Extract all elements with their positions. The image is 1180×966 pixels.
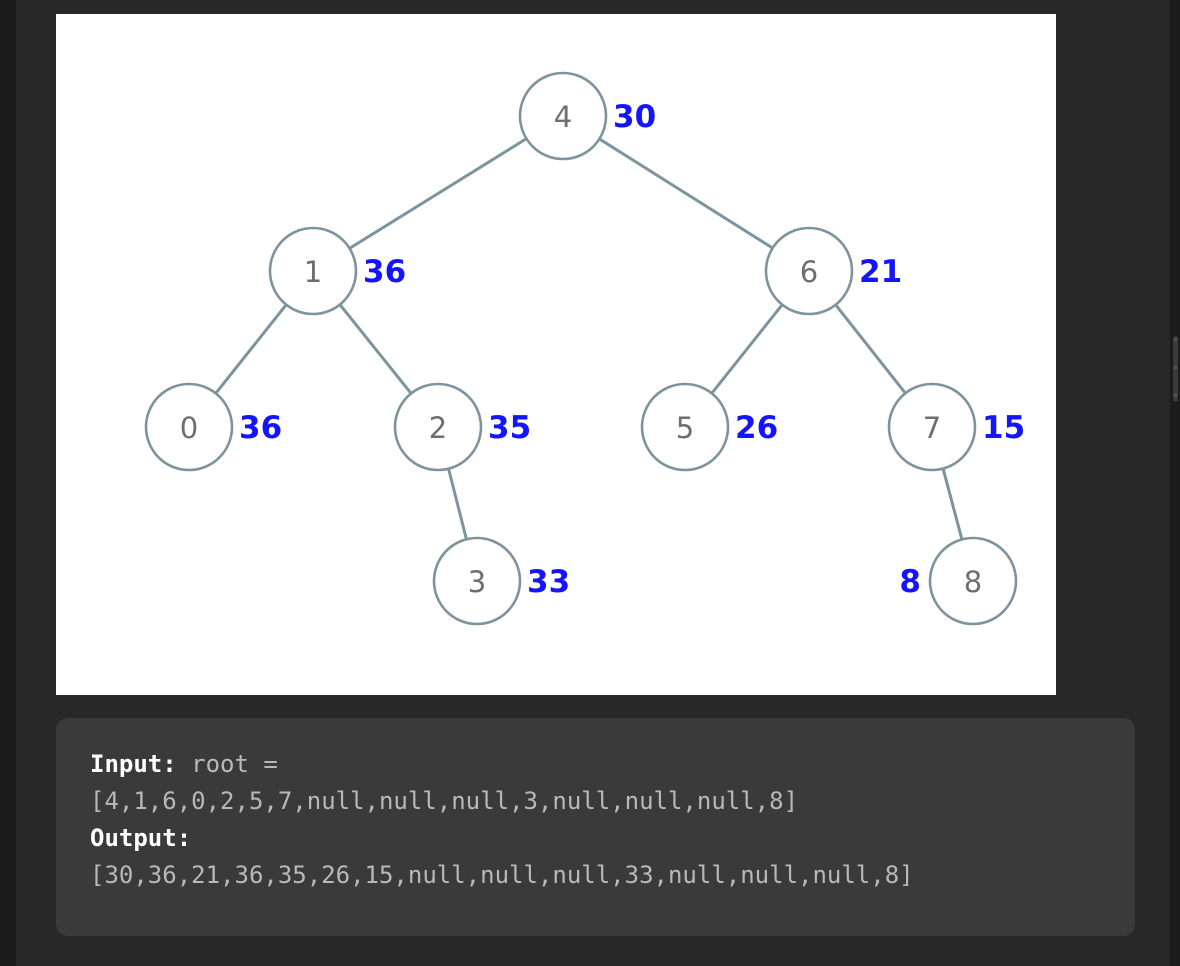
tree-node-circle xyxy=(887,382,977,472)
tree-node: 5 26 xyxy=(640,382,778,472)
tree-node-value: 36 xyxy=(363,254,406,290)
tree-edge xyxy=(710,303,784,395)
tree-node-key: 1 xyxy=(304,255,322,289)
tree-node-key: 5 xyxy=(676,411,694,445)
tree-node-value: 26 xyxy=(735,410,778,446)
tree-node-value: 35 xyxy=(488,410,531,446)
tree-node: 7 15 xyxy=(887,382,1025,472)
tree-node-value: 33 xyxy=(527,564,570,600)
tree-node-circle xyxy=(928,536,1018,626)
tree-node-circle xyxy=(432,536,522,626)
scrollbar-marker-dot xyxy=(1174,338,1177,341)
output-label: Output: xyxy=(90,824,192,852)
tree-edge xyxy=(338,303,413,395)
tree-node: 1 36 xyxy=(268,226,406,316)
tree-node: 4 30 xyxy=(518,71,656,161)
input-prefix: root = xyxy=(176,750,278,778)
tree-node: 0 36 xyxy=(144,382,282,472)
tree-node-value: 15 xyxy=(982,410,1025,446)
tree-node-circle xyxy=(393,382,483,472)
tree-node-circle xyxy=(640,382,730,472)
tree-node-circle xyxy=(518,71,608,161)
tree-node-value: 36 xyxy=(239,410,282,446)
tree-edge xyxy=(834,303,907,395)
tree-node: 88 xyxy=(899,536,1018,626)
tree-node-value: 21 xyxy=(859,254,902,290)
scrollbar-marker-dot xyxy=(1174,394,1177,397)
tree-edge xyxy=(941,467,964,541)
scrollbar-track[interactable] xyxy=(1170,0,1180,966)
io-code-block: Input: root = [4,1,6,0,2,5,7,null,null,n… xyxy=(56,718,1135,936)
tree-node-value: 30 xyxy=(613,99,656,135)
left-gutter xyxy=(0,0,16,966)
tree-node-key: 3 xyxy=(468,565,486,599)
tree-node-key: 7 xyxy=(923,411,941,445)
tree-node-circle xyxy=(144,382,234,472)
tree-node-key: 0 xyxy=(180,411,198,445)
tree-node-circle xyxy=(764,226,854,316)
input-line: Input: root = xyxy=(90,746,1101,783)
tree-node: 6 21 xyxy=(764,226,902,316)
tree-edge xyxy=(447,467,468,541)
tree-node: 2 35 xyxy=(393,382,531,472)
tree-node-key: 4 xyxy=(554,100,572,134)
output-value: [30,36,21,36,35,26,15,null,null,null,33,… xyxy=(90,861,914,889)
scrollbar-thumb[interactable] xyxy=(1173,336,1178,402)
input-value: [4,1,6,0,2,5,7,null,null,null,3,null,nul… xyxy=(90,787,799,815)
tree-edge-layer xyxy=(214,137,964,541)
tree-node-key: 2 xyxy=(429,411,447,445)
tree-node-key: 6 xyxy=(800,255,818,289)
tree-node-circle xyxy=(268,226,358,316)
tree-edge xyxy=(214,303,288,395)
tree-node-key: 8 xyxy=(964,565,982,599)
scrollbar-marker-dot xyxy=(1174,366,1177,369)
input-label: Input: xyxy=(90,750,177,778)
output-line: Output: xyxy=(90,820,1101,857)
tree-edge xyxy=(597,137,775,250)
tree-edge xyxy=(348,137,528,250)
tree-node-value: 8 xyxy=(899,564,921,600)
